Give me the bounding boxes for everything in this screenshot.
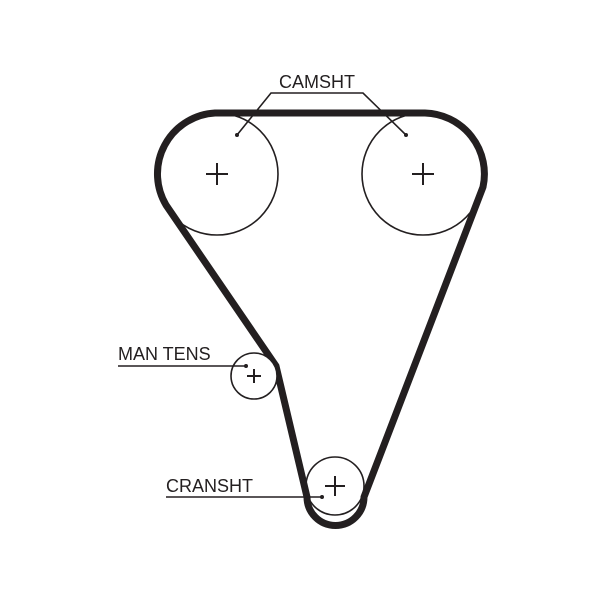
tensioner-label: MAN TENS [118, 344, 211, 364]
crankshaft-pulley [305, 456, 365, 516]
camshaft-label: CAMSHT [279, 72, 355, 92]
tensioner-leader [118, 364, 248, 368]
left-camshaft-center-icon [206, 163, 228, 185]
camshaft-leader [235, 92, 408, 137]
crankshaft-center-icon [325, 476, 345, 496]
crankshaft-leader [166, 495, 324, 499]
tensioner-center-icon [247, 369, 261, 383]
left-camshaft-pulley [155, 112, 279, 236]
right-camshaft-center-icon [412, 163, 434, 185]
tensioner-pulley [230, 352, 278, 400]
crankshaft-label: CRANSHT [166, 476, 253, 496]
right-camshaft-pulley [361, 112, 485, 236]
